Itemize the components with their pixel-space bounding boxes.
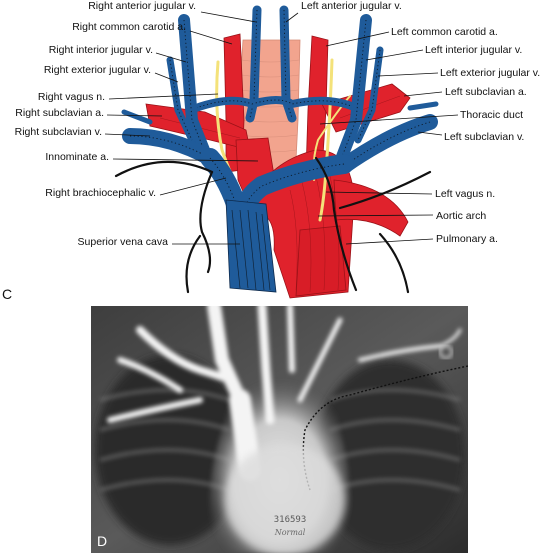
- leader-lines: [104, 11, 459, 245]
- label-right-subclavian-vein: Right subclavian v.: [15, 126, 102, 138]
- label-innominate: Innominate a.: [45, 151, 109, 163]
- label-right-common-carotid: Right common carotid a.: [72, 21, 186, 33]
- label-right-subclavian-artery: Right subclavian a.: [15, 107, 104, 119]
- left-subclavian-artery: [321, 83, 411, 133]
- superior-vena-cava: [225, 199, 277, 293]
- panel-letter-c: C: [2, 286, 12, 302]
- label-left-subclavian-vein: Left subclavian v.: [444, 131, 524, 143]
- label-thoracic-duct: Thoracic duct: [460, 109, 523, 121]
- label-right-brachiocephalic: Right brachiocephalic v.: [45, 187, 156, 199]
- label-left-vagus: Left vagus n.: [435, 188, 495, 200]
- label-right-vagus: Right vagus n.: [38, 91, 105, 103]
- specimen-note: Normal: [274, 528, 306, 537]
- panel-letter-d: D: [97, 533, 107, 549]
- pulmonary-artery: [333, 179, 409, 237]
- label-aortic-arch: Aortic arch: [436, 210, 486, 222]
- label-right-anterior-jugular: Right anterior jugular v.: [88, 0, 196, 12]
- label-pulmonary-artery: Pulmonary a.: [436, 233, 498, 245]
- label-superior-vena-cava: Superior vena cava: [78, 236, 169, 248]
- labels-right: Left anterior jugular v. Left common car…: [301, 0, 540, 245]
- label-left-anterior-jugular: Left anterior jugular v.: [301, 0, 402, 12]
- anatomy-illustration: [114, 5, 439, 299]
- label-right-interior-jugular: Right interior jugular v.: [49, 44, 153, 56]
- label-left-exterior-jugular: Left exterior jugular v.: [440, 67, 540, 79]
- label-left-subclavian-artery: Left subclavian a.: [445, 86, 527, 98]
- left-interior-jugular-vein: [334, 14, 372, 168]
- label-left-interior-jugular: Left interior jugular v.: [425, 44, 522, 56]
- label-right-exterior-jugular: Right exterior jugular v.: [44, 64, 151, 76]
- labels-left: Right anterior jugular v. Right common c…: [15, 0, 196, 248]
- label-left-common-carotid: Left common carotid a.: [391, 26, 498, 38]
- xray-radiograph: 316593 Normal: [91, 306, 468, 553]
- specimen-number: 316593: [274, 515, 307, 525]
